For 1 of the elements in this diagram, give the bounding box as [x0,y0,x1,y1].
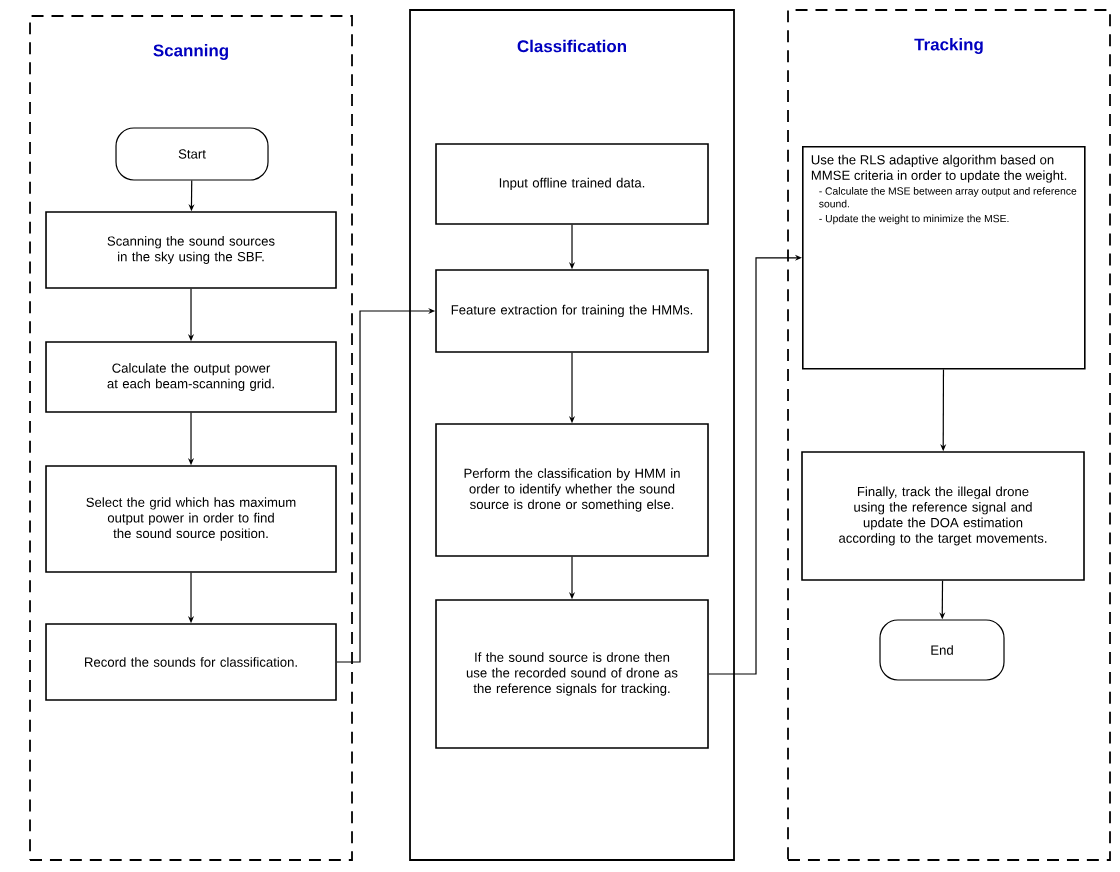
arrow [708,254,802,675]
